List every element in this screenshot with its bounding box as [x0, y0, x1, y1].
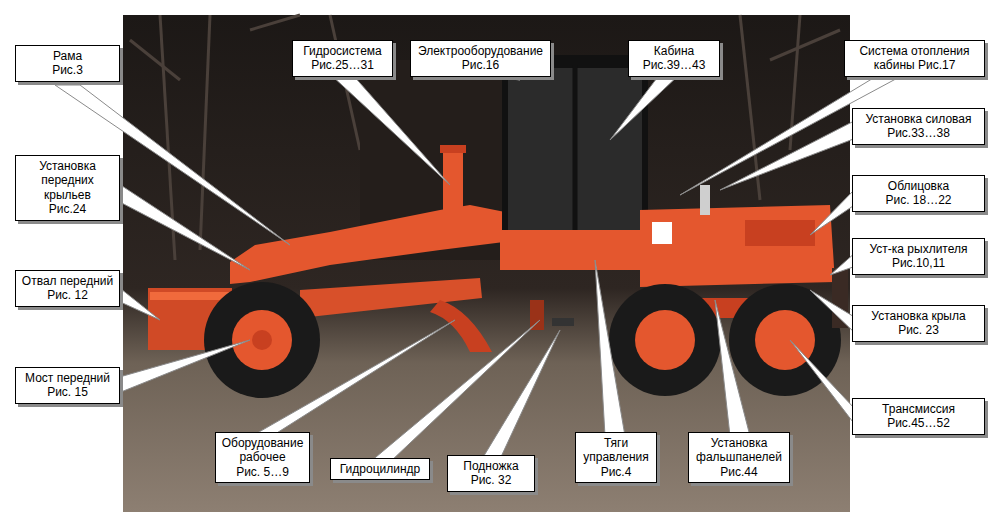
part-name: Подножка	[453, 459, 529, 473]
figure-ref: Рис.25…31	[298, 58, 387, 72]
callout-box: Установка передних крыльевРис.24	[15, 155, 120, 221]
part-name: Облицовка	[858, 179, 979, 193]
callout-box: Система отопления кабины Рис.17	[844, 40, 985, 77]
figure-ref: Рис. 23	[858, 323, 979, 337]
callout-box: Оборудование рабочееРис. 5…9	[215, 432, 310, 483]
part-name: Уст-ка рыхлителя	[858, 242, 979, 256]
callout-box: РамаРис.3	[15, 45, 120, 82]
part-name: Гидросистема	[298, 44, 387, 58]
callout-box: Установка фальшпанелейРис.44	[688, 432, 790, 483]
callout-box: ТрансмиссияРис.45…52	[852, 398, 985, 435]
figure-ref: Рис.3	[21, 63, 114, 77]
part-name: Система отопления кабины Рис.17	[850, 44, 979, 73]
part-name: Трансмиссия	[858, 402, 979, 416]
callout-box: Гидроцилиндр	[330, 458, 430, 480]
part-name: Гидроцилиндр	[336, 462, 424, 476]
callout-box: Установка крылаРис. 23	[852, 305, 985, 342]
figure-ref: Рис.39…43	[634, 58, 714, 72]
part-name: Установка передних крыльев	[21, 159, 114, 202]
part-name: Кабина	[634, 44, 714, 58]
figure-ref: Рис. 12	[21, 288, 114, 302]
figure-ref: Рис.24	[21, 202, 114, 216]
figure-ref: Рис.33…38	[858, 126, 979, 140]
figure-ref: Рис.10,11	[858, 256, 979, 270]
figure-ref: Рис.16	[416, 58, 545, 72]
figure-ref: Рис. 15	[21, 385, 114, 399]
figure-ref: Рис. 32	[453, 473, 529, 487]
part-name: Установка фальшпанелей	[694, 436, 784, 465]
callout-box: Мост переднийРис. 15	[15, 367, 120, 404]
figure-ref: Рис.4	[581, 465, 651, 479]
part-name: Установка крыла	[858, 309, 979, 323]
part-name: Установка силовая	[858, 112, 979, 126]
callout-box: ЭлектрооборудованиеРис.16	[410, 40, 551, 77]
callout-box: ОблицовкаРис. 18…22	[852, 175, 985, 212]
figure-ref: Рис. 18…22	[858, 193, 979, 207]
part-name: Мост передний	[21, 371, 114, 385]
figure-ref: Рис. 5…9	[221, 465, 304, 479]
part-name: Оборудование рабочее	[221, 436, 304, 465]
part-name: Электрооборудование	[416, 44, 545, 58]
callout-box: Уст-ка рыхлителяРис.10,11	[852, 238, 985, 275]
figure-ref: Рис.44	[694, 465, 784, 479]
part-name: Отвал передний	[21, 274, 114, 288]
part-name: Рама	[21, 49, 114, 63]
part-name: Тяги управления	[581, 436, 651, 465]
callout-box: Тяги управленияРис.4	[575, 432, 657, 483]
callout-box: КабинаРис.39…43	[628, 40, 720, 77]
figure-ref: Рис.45…52	[858, 416, 979, 430]
callout-box: Установка силоваяРис.33…38	[852, 108, 985, 145]
callout-box: Отвал переднийРис. 12	[15, 270, 120, 307]
callout-box: ГидросистемаРис.25…31	[292, 40, 393, 77]
callout-box: ПодножкаРис. 32	[447, 455, 535, 492]
